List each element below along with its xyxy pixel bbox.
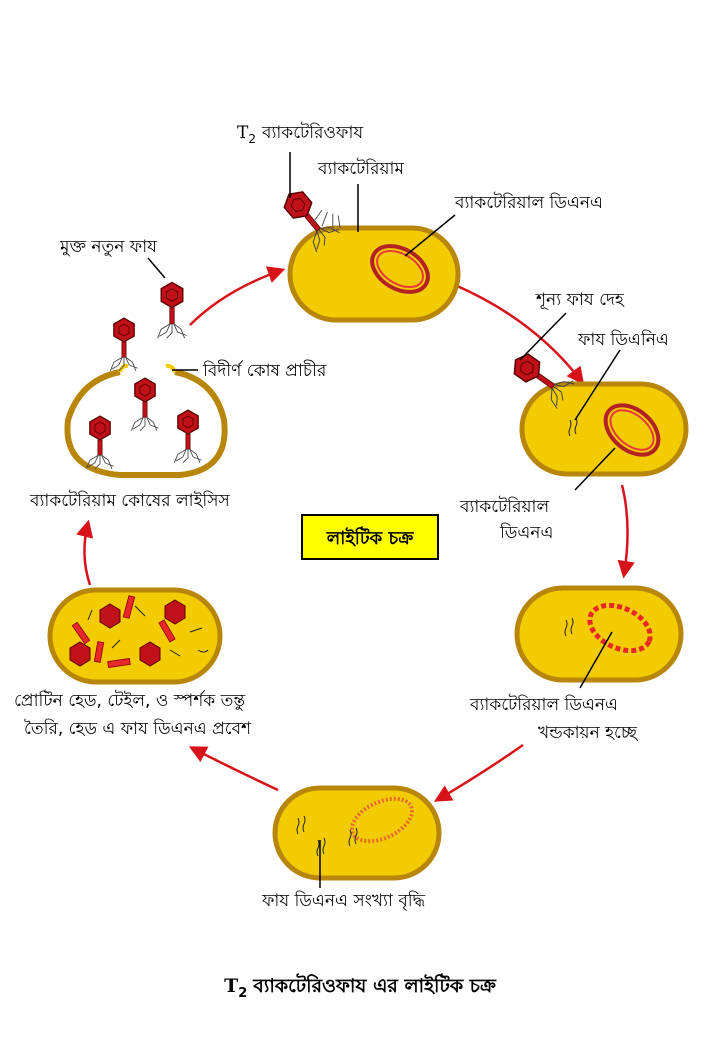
caption-t-letter: T [224,975,238,997]
label-replication: ফায ডিএনএ সংখ্যা বৃদ্ধি [261,890,426,911]
arrow-5 [188,746,279,792]
labels: T2 ব্যাকটেরিওফায ব্যাকটেরিয়াম ব্যাকটেরিয… [14,122,669,911]
bacterium-cell-icon [47,587,223,685]
label-fragmenting-line1: ব্যাকটেরিয়াল ডিএনএ [469,694,618,715]
arrow-6 [76,519,94,586]
cell-injection [505,346,689,477]
label-free-new-phage: মুক্ত নতুন ফায [59,237,158,257]
caption-text: ব্যাকটেরিওফায এর লাইটিক চক্র [252,973,497,997]
label-lysis: ব্যাকটেরিয়াম কোষের লাইসিস [29,490,231,511]
cell-fragmenting [514,585,684,683]
phage-icon [156,281,188,339]
cell-attachment [275,183,461,323]
center-box: লাইটিক চক্র [301,514,439,560]
t2-subscript: 2 [248,132,256,146]
bacterium-cell-icon [514,585,684,683]
cell-lysis [64,281,228,478]
arrow-4 [433,743,524,802]
arrow-3 [617,484,635,579]
leader-lines [147,152,621,888]
label-assembly-line2: তৈরি, হেড এ ফায ডিএনএ প্রবেশ [24,718,252,739]
cell-replication [272,785,442,881]
caption-subscript: 2 [238,986,247,1001]
center-box-label: লাইটিক চক্র [326,526,415,549]
caption: T2 ব্যাকটেরিওফায এর লাইটিক চক্র [224,973,497,1001]
label-bacterial-dna-top: ব্যাকটেরিয়াল ডিএনএ [454,192,603,213]
label-bacterium: ব্যাকটেরিয়াম [317,158,404,179]
t2-letter: T [237,123,249,143]
label-bacterial-dna-line2: ডিএনএ [499,522,553,543]
cycle-arrows [76,266,635,802]
label-empty-phage-body: শূন্য ফায দেহ [535,290,625,310]
label-ruptured-wall: বিদীর্ণ কোষ প্রাচীর [202,360,327,381]
label-fragmenting-line2: খন্ডকায়ন হচ্ছে [538,723,639,743]
label-phage-dna: ফায ডিএনিএ [577,329,669,350]
bacterium-cell-icon [287,225,461,323]
bacterium-cell-icon [519,381,689,477]
phage-icon [109,317,139,372]
label-assembly-line1: প্রোটিন হেড, টেইল, ও স্পর্শক তন্তু [14,690,245,711]
arrow-1 [189,266,286,326]
t2-name: ব্যাকটেরিওফায [261,122,364,143]
label-bacterial-dna-line1: ব্যাকটেরিয়াল [459,496,549,517]
label-t2-phage: T2 ব্যাকটেরিওফায [237,122,364,146]
cell-assembly [47,587,223,685]
arrow-2 [454,283,585,385]
